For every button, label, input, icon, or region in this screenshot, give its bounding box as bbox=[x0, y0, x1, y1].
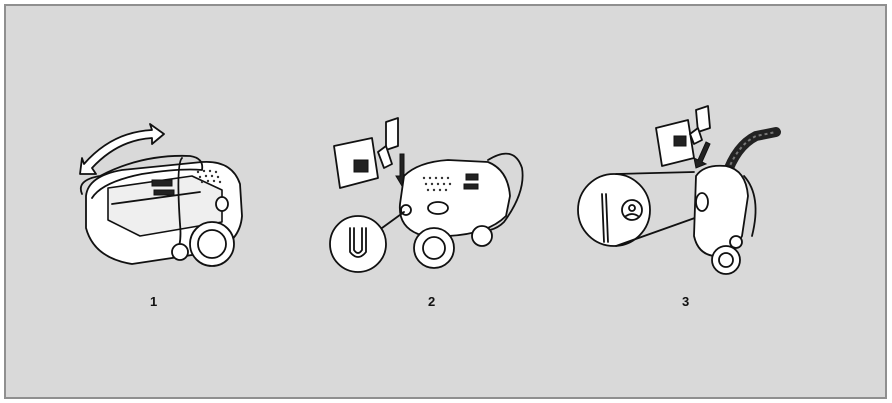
grille bbox=[196, 169, 222, 184]
illustration-frame: 1 2 bbox=[4, 4, 887, 399]
step-3-label: 3 bbox=[682, 294, 690, 309]
step-1-illustration bbox=[79, 123, 243, 267]
step-3-illustration bbox=[577, 105, 781, 275]
down-arrow-icon-2 bbox=[693, 141, 711, 169]
step-2-illustration bbox=[329, 117, 524, 273]
rotate-arrow-icon bbox=[79, 123, 165, 175]
step-2-label: 2 bbox=[428, 294, 436, 309]
step-1-label: 1 bbox=[150, 294, 158, 309]
